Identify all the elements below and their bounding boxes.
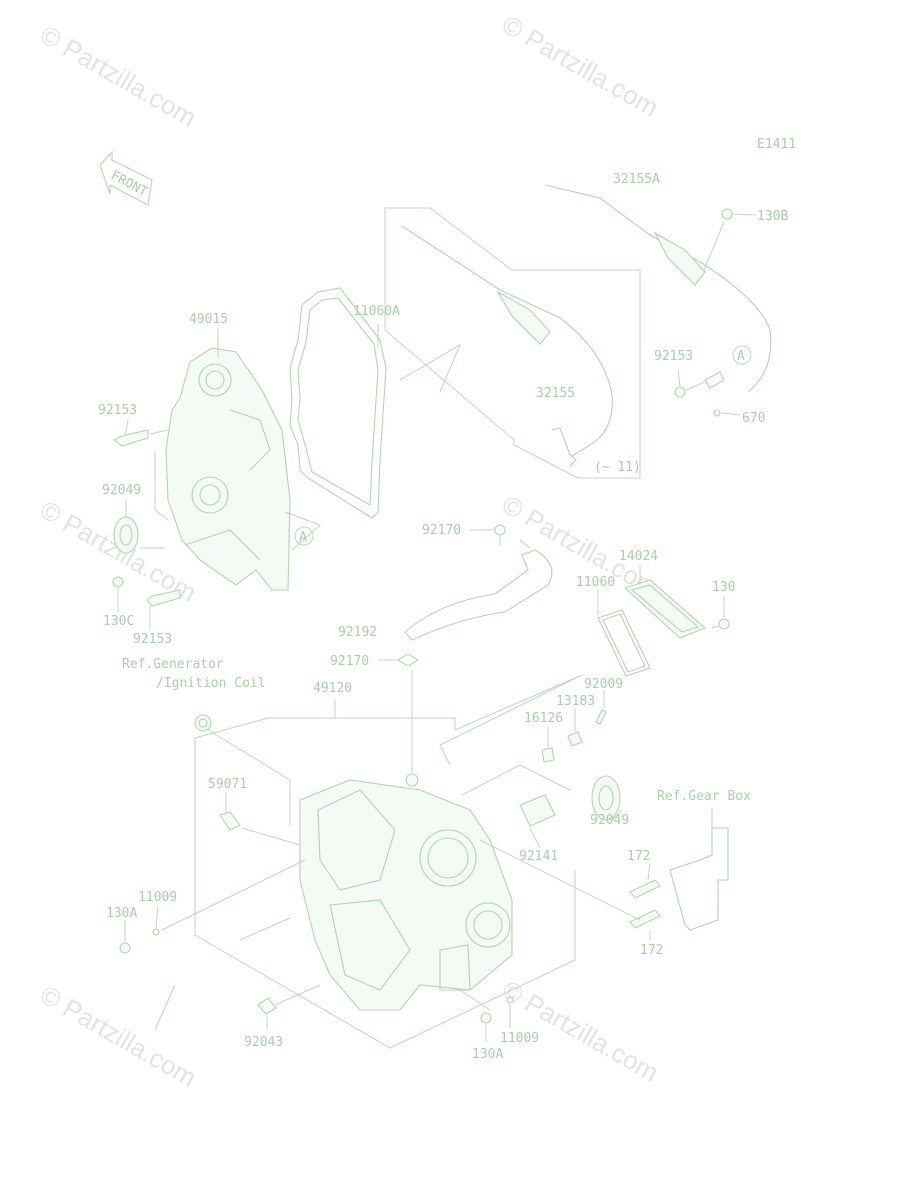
parts-left-bottom <box>119 859 306 954</box>
watermark-1: © Partzilla.com <box>35 19 202 133</box>
label-92170-top: 92170 <box>422 523 461 538</box>
watermark-2: © Partzilla.com <box>497 9 664 123</box>
diagram-code: E1411 <box>757 137 796 152</box>
label-92153-top: 92153 <box>654 349 693 364</box>
generator-ref-part <box>194 714 212 732</box>
label-49120: 49120 <box>313 681 352 696</box>
part-labels: 32155A 130B 92153 670 32155 (~ 11) 49015… <box>98 172 788 1062</box>
cable-32155A <box>544 184 772 393</box>
label-92192: 92192 <box>338 625 377 640</box>
crankcase-outline-49120 <box>154 677 576 1049</box>
label-92049-right: 92049 <box>590 813 629 828</box>
label-130: 130 <box>712 580 735 595</box>
label-11060A: 11060A <box>353 304 400 319</box>
label-13183: 13183 <box>556 694 595 709</box>
watermark-5: © Partzilla.com <box>35 979 202 1093</box>
label-16126: 16126 <box>524 711 563 726</box>
label-92153-left: 92153 <box>98 403 137 418</box>
hose-92192 <box>378 524 553 775</box>
label-172-top: 172 <box>627 849 650 864</box>
ref-generator-line1: Ref.Generator <box>122 657 224 672</box>
label-92170-mid: 92170 <box>330 654 369 669</box>
label-11009-bottom: 11009 <box>500 1031 539 1046</box>
label-130A-left: 130A <box>106 906 137 921</box>
label-11060: 11060 <box>576 575 615 590</box>
inset-box-32155 <box>384 207 641 479</box>
label-92043: 92043 <box>244 1035 283 1050</box>
label-670: 670 <box>742 411 765 426</box>
small-parts-center <box>219 690 623 849</box>
marker-a-right: A <box>737 349 745 364</box>
label-59071: 59071 <box>208 777 247 792</box>
crankcase-body <box>299 773 513 1011</box>
label-92141: 92141 <box>519 849 558 864</box>
label-130A-bottom: 130A <box>472 1047 503 1062</box>
label-14024: 14024 <box>619 549 658 564</box>
cover-49015: A <box>165 328 321 591</box>
label-32155A: 32155A <box>613 172 660 187</box>
marker-a-left: A <box>299 530 307 545</box>
label-92009: 92009 <box>584 677 623 692</box>
label-49015: 49015 <box>189 312 228 327</box>
parts-92153-670-right: A <box>674 345 752 417</box>
parts-bottom <box>257 984 514 1042</box>
label-172-bottom: 172 <box>640 943 663 958</box>
label-130B: 130B <box>757 209 788 224</box>
gearbox-bracket <box>479 808 729 940</box>
ref-generator-line2: /Ignition Coil <box>156 676 266 691</box>
label-32155: 32155 <box>536 386 575 401</box>
label-130C: 130C <box>103 614 134 629</box>
label-11009-left: 11009 <box>138 890 177 905</box>
cover-14024-gasket-11060 <box>439 565 730 766</box>
gasket-11060A <box>289 287 387 519</box>
label-92153-bottom: 92153 <box>133 632 172 647</box>
ref-gear-box: Ref.Gear Box <box>657 789 751 804</box>
label-note-11: (~ 11) <box>594 460 641 475</box>
parts-left-fasteners <box>112 419 181 630</box>
label-92049-left: 92049 <box>102 483 141 498</box>
front-arrow-icon: FRONT <box>99 150 153 206</box>
cable-32155 <box>401 225 613 467</box>
